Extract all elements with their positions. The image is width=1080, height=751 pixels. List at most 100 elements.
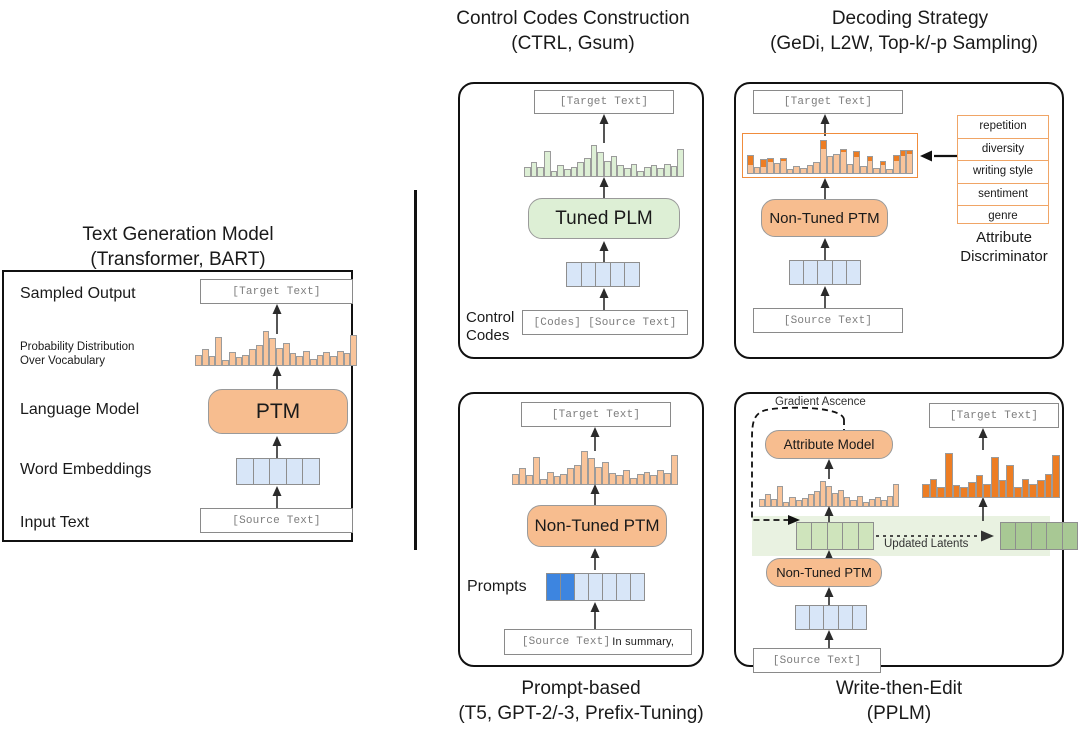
histogram-bar: [316, 354, 324, 365]
histogram-bar: [604, 160, 611, 176]
histogram-bar: [929, 478, 938, 497]
histogram-bar: [564, 169, 571, 176]
histogram-bar: [610, 156, 618, 176]
histogram-bar: [597, 151, 605, 176]
section-divider: [414, 190, 417, 550]
arrow-embeddings-to-ptm-pplm: [824, 587, 834, 607]
histogram-bar: [1044, 473, 1053, 497]
histogram-bar: [807, 494, 814, 506]
histogram-bar: [309, 359, 317, 365]
label-probability-distribution-line2: Over Vocabulary: [20, 355, 106, 367]
histogram-bar-boost: [894, 156, 899, 161]
embedding-cell: [846, 261, 861, 284]
histogram-bar: [759, 499, 766, 506]
histogram-bar: [636, 473, 644, 484]
histogram-bar: [833, 154, 840, 173]
control-codes-side-label-line2: Codes: [466, 327, 510, 344]
pplm-caption-line1: Write-then-Edit: [835, 678, 963, 699]
histogram-bar: [826, 486, 833, 506]
histogram-bar: [242, 354, 249, 365]
histogram-bar: [584, 158, 591, 176]
histogram-bar: [780, 158, 787, 173]
attribute-item-diversity[interactable]: diversity: [958, 139, 1048, 161]
histogram-bar: [650, 165, 658, 176]
histogram-bar: [945, 453, 953, 497]
control-codes-histogram: [524, 143, 685, 177]
label-input-text: Input Text: [20, 514, 90, 531]
histogram-bar-boost: [767, 159, 773, 162]
histogram-bar: [208, 355, 216, 365]
embedding-cell: [610, 263, 626, 286]
histogram-bar: [753, 167, 761, 173]
left-source-text-box: [Source Text]: [200, 508, 353, 533]
label-sampled-output: Sampled Output: [20, 285, 136, 302]
decoding-source-text-box: [Source Text]: [753, 308, 903, 333]
prompt-non-tuned-ptm-box: Non-Tuned PTM: [527, 505, 667, 547]
histogram-bar: [826, 156, 834, 173]
histogram-bar-boost: [900, 151, 906, 156]
embedding-cell: [818, 261, 833, 284]
histogram-bar: [820, 140, 827, 173]
pplm-source-text-box: [Source Text]: [753, 648, 881, 673]
histogram-bar: [886, 169, 894, 173]
histogram-bar: [201, 348, 209, 365]
histogram-bar: [577, 161, 585, 176]
decoding-title-line2: (GeDi, L2W, Top-k/-p Sampling): [770, 33, 1038, 54]
embedding-cell: [237, 459, 254, 484]
histogram-bar: [567, 468, 575, 484]
histogram-bar: [644, 167, 651, 176]
left-ptm-box: PTM: [208, 389, 348, 434]
updated-latents-arrow: [876, 530, 994, 542]
histogram-bar: [866, 156, 874, 173]
embedding-cell: [824, 606, 839, 629]
attribute-item-genre[interactable]: genre: [988, 210, 1018, 222]
attribute-item-sentiment[interactable]: sentiment: [958, 184, 1048, 206]
histogram-bar: [282, 342, 290, 365]
histogram-bar: [615, 474, 623, 484]
arrow-embeddings-to-ptm-left: [272, 436, 282, 460]
pplm-latent-cells-after: [1000, 522, 1078, 550]
histogram-bar: [747, 155, 754, 173]
histogram-bar: [819, 481, 827, 506]
arrow-input-to-embeddings-cc: [599, 288, 609, 310]
histogram-bar: [228, 352, 236, 365]
prompt-cell-source: [631, 574, 644, 600]
histogram-bar: [222, 360, 229, 365]
histogram-bar: [262, 331, 270, 365]
histogram-bar: [800, 168, 807, 173]
histogram-bar: [968, 481, 976, 497]
histogram-bar: [530, 161, 538, 176]
attribute-discriminator-caption-line2: Discriminator: [960, 248, 1048, 265]
prompt-source-text-box: [Source Text] In summary,: [504, 629, 692, 655]
arrow-embeddings-to-ptm-dec: [820, 238, 830, 260]
histogram-bar: [813, 491, 820, 506]
embedding-cell: [1031, 523, 1048, 549]
histogram-bar: [296, 355, 303, 365]
histogram-bar: [906, 150, 914, 173]
histogram-bar: [765, 494, 772, 506]
histogram-bar: [838, 490, 845, 506]
histogram-bar-boost: [761, 160, 766, 167]
histogram-bar: [323, 352, 330, 365]
control-codes-input-box: [Codes] [Source Text]: [522, 310, 688, 335]
histogram-bar: [560, 473, 568, 484]
histogram-bar: [336, 351, 344, 365]
embedding-cell: [852, 606, 867, 629]
tuned-plm-box: Tuned PLM: [528, 198, 680, 239]
attribute-item-writing-style[interactable]: writing style: [958, 161, 1048, 184]
prompt-cells: [546, 573, 645, 601]
pplm-embedding-cells: [795, 605, 867, 630]
histogram-bar: [893, 155, 900, 173]
embedding-cell: [827, 523, 844, 549]
prompt-cell-source: [589, 574, 603, 600]
histogram-bar-boost: [867, 157, 873, 161]
prompt-cell-tuned: [561, 574, 575, 600]
arrow-plm-to-hist-cc: [599, 177, 609, 199]
arrow-input-to-prompts: [590, 602, 600, 630]
attribute-item-repetition[interactable]: repetition: [958, 116, 1048, 139]
embedding-cell: [858, 523, 874, 549]
prompts-label: Prompts: [467, 578, 527, 595]
embedding-cell: [303, 459, 319, 484]
left-probability-histogram: [195, 330, 357, 366]
